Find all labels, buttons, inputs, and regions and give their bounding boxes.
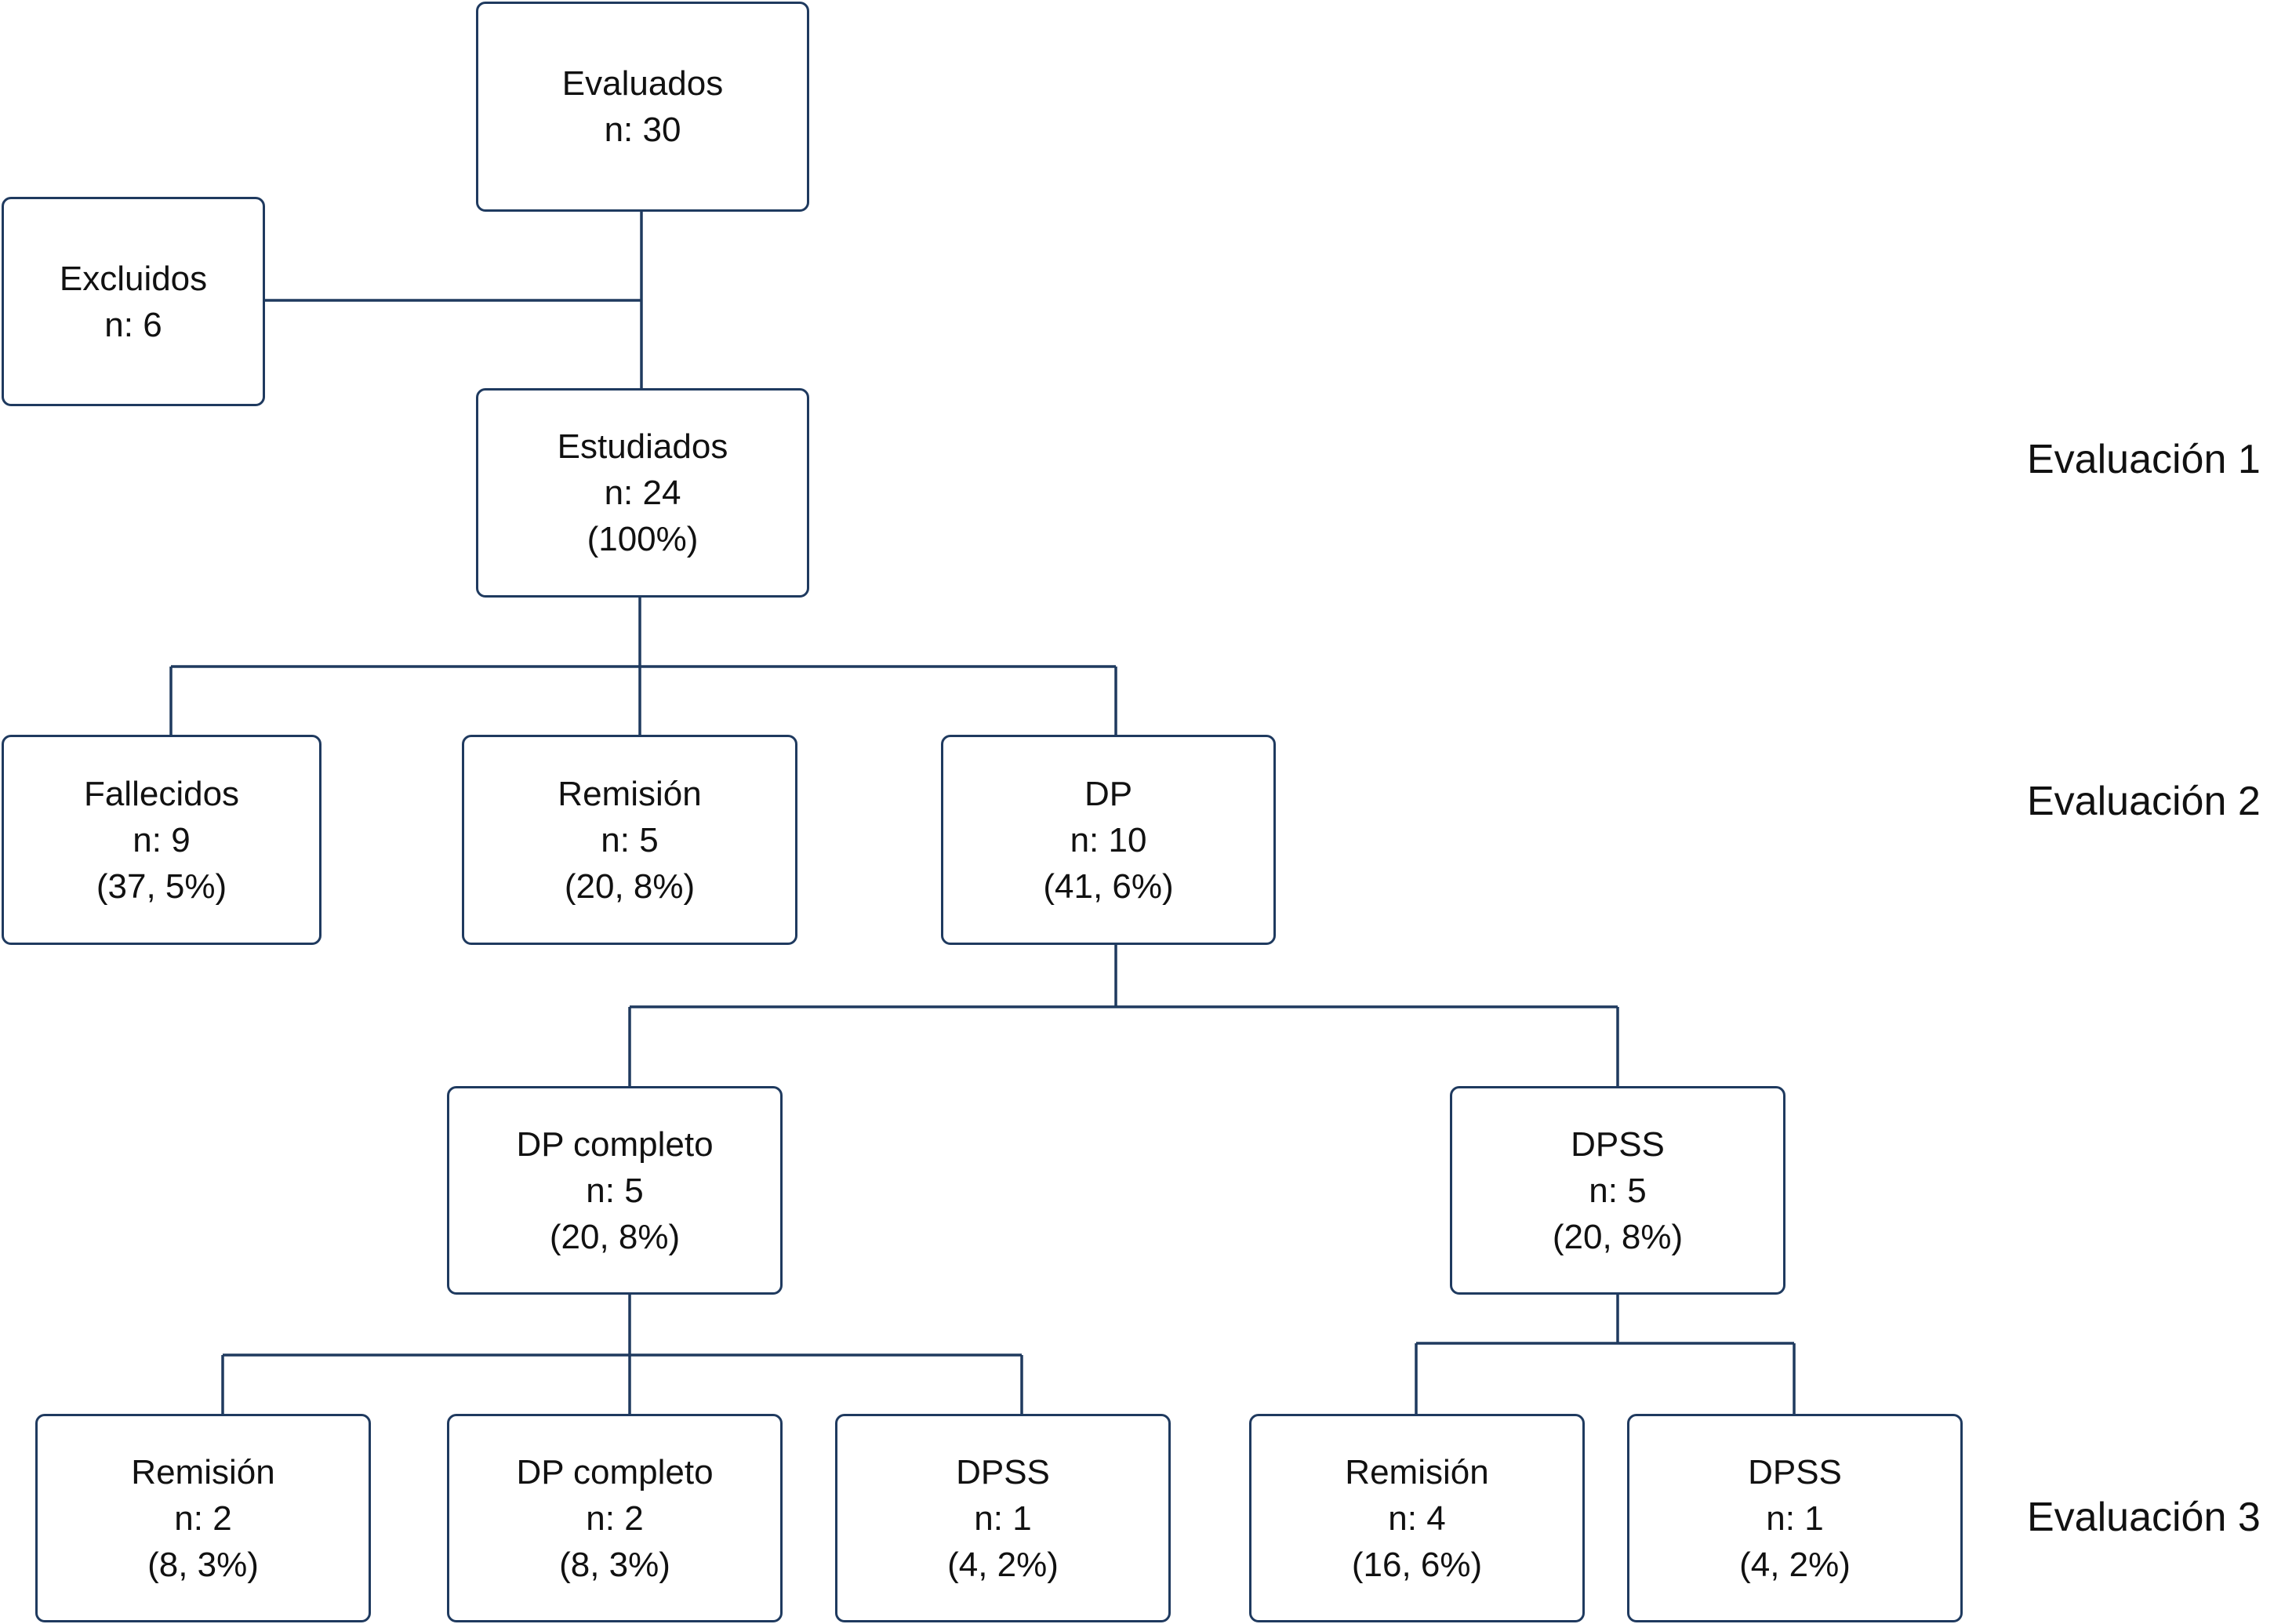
node-count: n: 1: [974, 1499, 1032, 1538]
node-e3-dpss: DPSS n: 1 (4, 2%): [835, 1414, 1171, 1622]
node-title: Excluidos: [59, 259, 208, 298]
node-count: n: 5: [1589, 1171, 1647, 1210]
node-title: Remisión: [131, 1452, 275, 1491]
stage-label-3: Evaluación 3: [2027, 1495, 2261, 1540]
node-e3-dp-completo: DP completo n: 2 (8, 3%): [447, 1414, 783, 1622]
node-e3-dpss-dpss: DPSS n: 1 (4, 2%): [1627, 1414, 1963, 1622]
node-count: n: 30: [604, 111, 681, 149]
node-percent: (20, 8%): [564, 866, 696, 906]
node-percent: (8, 3%): [147, 1545, 259, 1584]
node-title: DP: [1084, 774, 1133, 813]
node-count: n: 2: [586, 1499, 644, 1538]
node-title: Remisión: [558, 774, 702, 813]
node-e3-remision: Remisión n: 2 (8, 3%): [35, 1414, 371, 1622]
node-count: n: 4: [1388, 1499, 1446, 1538]
node-dp: DP n: 10 (41, 6%): [941, 735, 1276, 945]
node-count: n: 6: [104, 305, 162, 344]
node-percent: (20, 8%): [1552, 1217, 1684, 1256]
node-excluidos: Excluidos n: 6: [2, 197, 265, 406]
stage-label-2: Evaluación 2: [2027, 779, 2261, 824]
node-percent: (4, 2%): [947, 1545, 1059, 1584]
node-title: DP completo: [516, 1124, 714, 1164]
node-fallecidos: Fallecidos n: 9 (37, 5%): [2, 735, 321, 945]
node-percent: (16, 6%): [1351, 1545, 1483, 1584]
node-title: Fallecidos: [83, 774, 240, 813]
node-dp-completo: DP completo n: 5 (20, 8%): [447, 1086, 783, 1295]
node-count: n: 2: [174, 1499, 232, 1538]
node-percent: (41, 6%): [1043, 866, 1174, 906]
stage-label-1: Evaluación 1: [2027, 437, 2261, 482]
node-title: DP completo: [516, 1452, 714, 1491]
node-count: n: 24: [604, 474, 681, 512]
node-percent: (37, 5%): [96, 866, 227, 906]
node-count: n: 1: [1766, 1499, 1824, 1538]
node-count: n: 5: [586, 1171, 644, 1210]
node-title: DPSS: [1571, 1124, 1665, 1164]
node-title: Evaluados: [561, 64, 724, 103]
node-count: n: 9: [133, 820, 191, 859]
node-percent: (4, 2%): [1739, 1545, 1851, 1584]
node-count: n: 10: [1070, 820, 1147, 859]
node-percent: (100%): [587, 520, 699, 558]
node-estudiados: Estudiados n: 24 (100%): [476, 388, 809, 598]
node-remision: Remisión n: 5 (20, 8%): [462, 735, 797, 945]
node-title: Estudiados: [557, 427, 728, 466]
node-title: DPSS: [956, 1452, 1050, 1491]
node-e3-remision-dpss: Remisión n: 4 (16, 6%): [1249, 1414, 1585, 1622]
node-dpss: DPSS n: 5 (20, 8%): [1450, 1086, 1785, 1295]
node-count: n: 5: [601, 820, 659, 859]
node-title: Remisión: [1345, 1452, 1489, 1491]
node-percent: (20, 8%): [549, 1217, 681, 1256]
node-evaluados: Evaluados n: 30: [476, 2, 809, 212]
node-percent: (8, 3%): [559, 1545, 670, 1584]
node-title: DPSS: [1748, 1452, 1842, 1491]
